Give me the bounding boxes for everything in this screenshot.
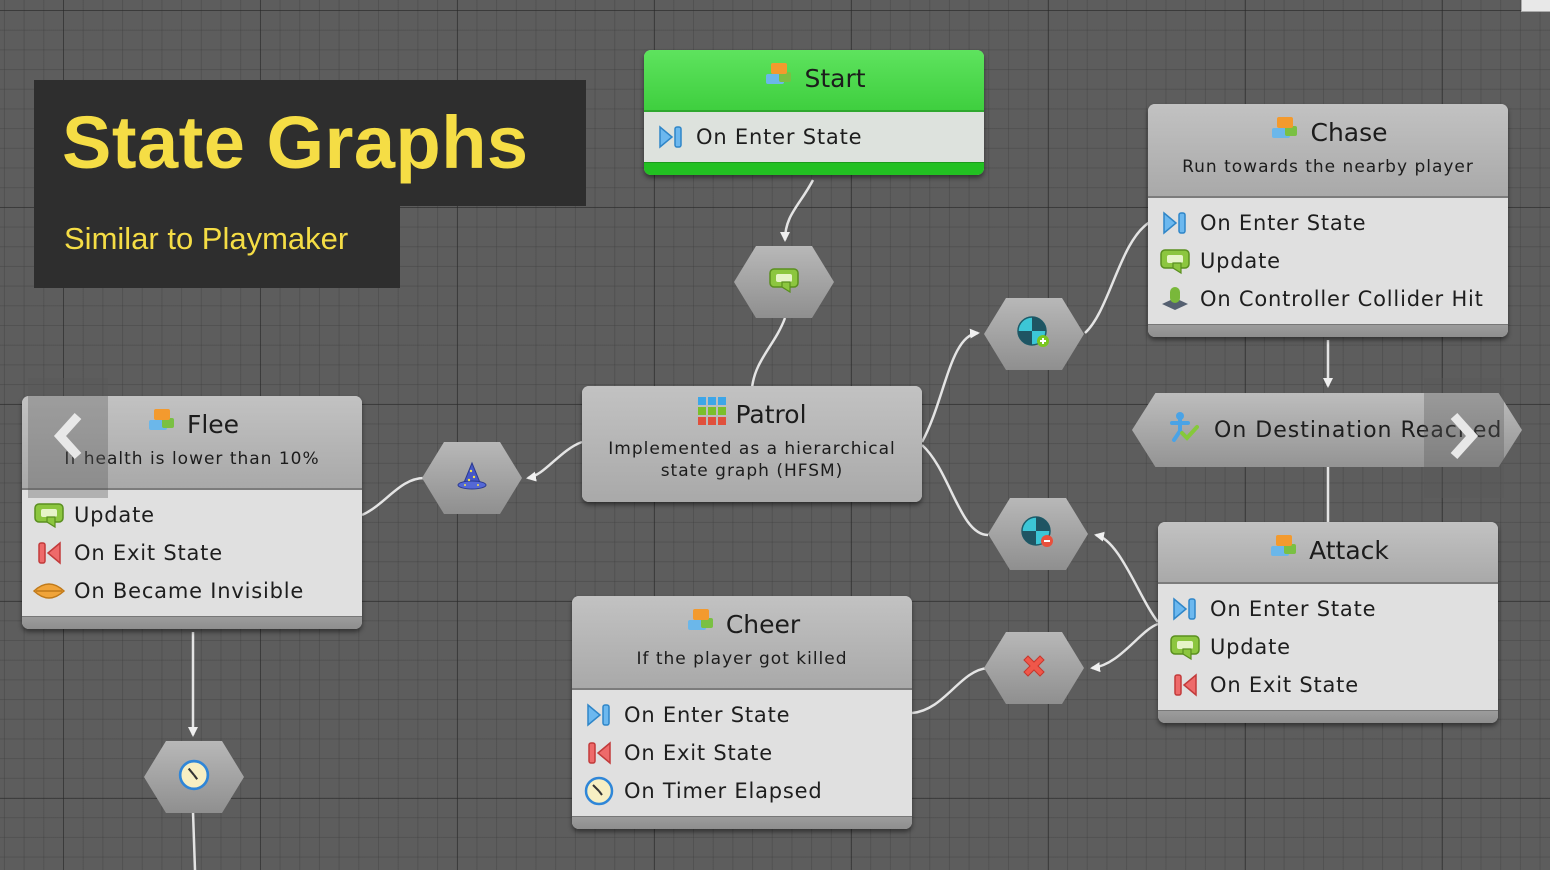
edge-killed-to-cheer: [911, 666, 989, 715]
chevron-right-icon: [1444, 411, 1484, 465]
event-row[interactable]: On Enter State: [1168, 590, 1488, 628]
event-row[interactable]: On Controller Collider Hit: [1158, 280, 1498, 318]
hierarchical-grid-icon: [697, 396, 727, 432]
exit-state-icon: [32, 538, 66, 568]
chevron-left-icon: [48, 411, 88, 465]
update-icon: [1168, 632, 1202, 662]
event-row[interactable]: On Exit State: [582, 734, 902, 772]
node-title: Chase: [1148, 104, 1508, 156]
edge-patrol-to-inrange: [920, 328, 980, 443]
state-node-start[interactable]: Start On Enter State: [644, 50, 984, 175]
prev-button[interactable]: [28, 378, 108, 498]
update-icon: [767, 266, 801, 298]
next-button[interactable]: [1424, 378, 1504, 498]
wizard-hat-icon: [456, 461, 488, 495]
edge-attack-to-killed: [1090, 622, 1159, 673]
player-killed-icon: [1019, 651, 1049, 685]
node-description: If health is lower than 10%: [64, 449, 320, 469]
player-in-range-icon: [1016, 315, 1052, 353]
became-invisible-icon: [32, 576, 66, 606]
node-title: Start: [644, 50, 984, 102]
transition-player-killed[interactable]: [984, 632, 1084, 704]
player-out-of-range-icon: [1020, 515, 1056, 553]
edge-hat-to-flee: [361, 476, 425, 517]
transition-player-out-of-range[interactable]: [988, 498, 1088, 570]
timer-icon: [582, 776, 616, 806]
state-blocks-icon: [1267, 532, 1301, 568]
node-description: If the player got killed: [636, 649, 848, 669]
transition-wizard-hat[interactable]: [422, 442, 522, 514]
enter-state-icon: [654, 122, 688, 152]
controller-collider-icon: [1158, 284, 1192, 314]
corner-panel[interactable]: [1521, 0, 1550, 12]
node-description-line2: state graph (HFSM): [660, 461, 844, 481]
state-node-flee[interactable]: Flee If health is lower than 10% Update …: [22, 396, 362, 629]
enter-state-icon: [1168, 594, 1202, 624]
comment-title: State Graphs: [34, 80, 586, 206]
event-row[interactable]: Update: [32, 496, 352, 534]
node-title: Cheer: [572, 596, 912, 648]
state-blocks-icon: [762, 60, 796, 96]
event-row[interactable]: On Exit State: [32, 534, 352, 572]
state-blocks-icon: [684, 606, 718, 642]
event-row[interactable]: On Enter State: [654, 118, 974, 156]
transition-player-in-range[interactable]: [984, 298, 1084, 370]
node-description-line1: Implemented as a hierarchical: [608, 439, 896, 459]
event-row[interactable]: On Became Invisible: [32, 572, 352, 610]
node-title: Flee: [22, 396, 362, 448]
state-blocks-icon: [1268, 114, 1302, 150]
edge-timer-down: [191, 811, 197, 870]
event-row[interactable]: On Enter State: [1158, 204, 1498, 242]
transition-timer[interactable]: [144, 741, 244, 813]
event-row[interactable]: On Timer Elapsed: [582, 772, 902, 810]
edge-patrol-to-outrange: [921, 444, 989, 537]
event-row[interactable]: Update: [1158, 242, 1498, 280]
timer-icon: [178, 759, 210, 795]
edge-inrange-to-chase: [1084, 220, 1151, 334]
state-blocks-icon: [145, 406, 179, 442]
transition-start-update[interactable]: [734, 246, 834, 318]
update-icon: [1158, 246, 1192, 276]
state-node-patrol[interactable]: Patrol Implemented as a hierarchical sta…: [582, 386, 922, 502]
destination-reached-icon: [1164, 411, 1200, 449]
state-node-chase[interactable]: Chase Run towards the nearby player On E…: [1148, 104, 1508, 337]
exit-state-icon: [1168, 670, 1202, 700]
event-row[interactable]: Update: [1168, 628, 1488, 666]
edge-patrol-to-flee-hat: [526, 440, 583, 482]
enter-state-icon: [1158, 208, 1192, 238]
state-node-cheer[interactable]: Cheer If the player got killed On Enter …: [572, 596, 912, 829]
state-node-attack[interactable]: Attack On Enter State Update On Exit Sta…: [1158, 522, 1498, 723]
exit-state-icon: [582, 738, 616, 768]
node-title: Attack: [1158, 522, 1498, 574]
enter-state-icon: [582, 700, 616, 730]
event-row[interactable]: On Exit State: [1168, 666, 1488, 704]
edge-start-to-update: [780, 179, 815, 242]
node-title: Patrol: [582, 386, 922, 438]
update-icon: [32, 500, 66, 530]
edge-attack-to-outrange: [1094, 531, 1159, 623]
comment-subtitle: Similar to Playmaker: [34, 206, 400, 288]
node-description: Run towards the nearby player: [1182, 157, 1474, 177]
event-row[interactable]: On Enter State: [582, 696, 902, 734]
edge-update-to-patrol: [750, 317, 787, 389]
